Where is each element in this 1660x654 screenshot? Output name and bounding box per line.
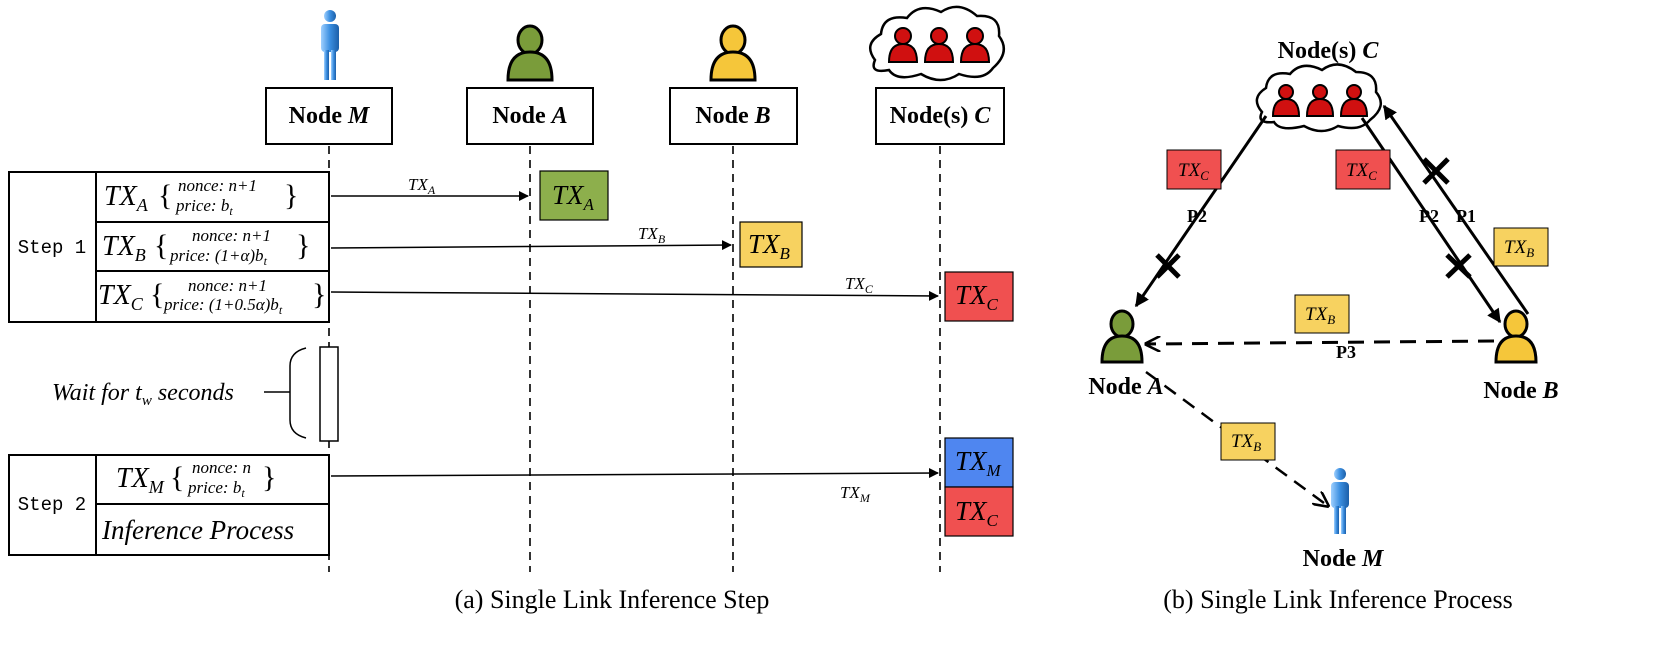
green-person-icon: [506, 24, 554, 82]
svg-text:{: {: [170, 461, 184, 494]
svg-text:}: }: [262, 461, 276, 494]
svg-text:TXB: TXB: [1305, 304, 1335, 327]
block-mark-p2-right: [1445, 253, 1472, 279]
standing-user-icon: [321, 10, 339, 80]
tx-box-c: TXC: [944, 271, 1014, 322]
wait-label: Wait for tw seconds: [52, 380, 234, 409]
path-label-p1: P1: [1456, 206, 1476, 226]
node-a-header: Node A: [466, 87, 594, 145]
edge-p1: [1382, 104, 1530, 315]
svg-text:TXC: TXC: [955, 496, 999, 530]
node-c-label-b: Node(s) C: [1278, 38, 1380, 64]
svg-text:TXC: TXC: [98, 280, 144, 314]
block-mark-p1: [1422, 157, 1450, 185]
arrow-label-tx-m: TXM: [840, 483, 871, 505]
tag-tx-b-right: TXB: [1493, 227, 1549, 267]
yellow-person-icon: [709, 24, 757, 82]
svg-text:price: bt: price: bt: [175, 196, 233, 218]
svg-text:price: bt: price: bt: [187, 478, 245, 500]
node-b-header: Node B: [669, 87, 798, 145]
green-person-icon-b: [1100, 309, 1144, 364]
svg-text:TXC: TXC: [1178, 160, 1209, 183]
node-c-header: Node(s) C: [875, 87, 1005, 145]
tx-box-b: TXB: [739, 221, 803, 268]
svg-text:TXB: TXB: [1231, 431, 1261, 454]
tx-box-m: TXM: [944, 437, 1014, 488]
panel-b: Node(s) C Node A Node B N: [1088, 38, 1558, 614]
arrow-tx-b: [330, 240, 732, 251]
svg-text:}: }: [296, 229, 310, 262]
tx-row-a: TXA { nonce: n+1 price: bt }: [104, 176, 298, 218]
svg-text:Node B: Node B: [695, 103, 770, 129]
path-label-p2-left: P2: [1187, 206, 1207, 226]
arrow-label-tx-c: TXC: [845, 274, 874, 296]
yellow-person-icon-b: [1494, 309, 1538, 364]
svg-text:TXA: TXA: [552, 180, 595, 214]
svg-text:Node A: Node A: [492, 103, 567, 129]
tx-row-c: TXC { nonce: n+1 price: (1+0.5α)bt }: [98, 276, 326, 317]
arrow-tx-c: [330, 290, 939, 301]
svg-text:price: (1+0.5α)bt: price: (1+0.5α)bt: [163, 295, 283, 317]
cloud-group-icon: [868, 5, 1006, 82]
step1-block: Step 1: [8, 171, 330, 323]
edge-p3: [1146, 341, 1495, 344]
block-marks: [1155, 157, 1472, 279]
svg-text:Node(s) C: Node(s) C: [890, 103, 992, 129]
node-m-label-b: Node M: [1303, 546, 1385, 572]
tag-tx-c-right: TXC: [1335, 149, 1391, 190]
arrow-label-tx-b: TXB: [638, 224, 666, 246]
tx-box-c-second: TXC: [944, 486, 1014, 537]
svg-text:nonce: n+1: nonce: n+1: [178, 176, 257, 195]
panel-a: Node M Node A Node B Node(s) C Step 1: [8, 5, 1014, 614]
path-label-p2-right: P2: [1419, 206, 1439, 226]
arrow-tx-m: [330, 468, 939, 479]
svg-text:}: }: [284, 179, 298, 212]
node-a-label-b: Node A: [1088, 374, 1163, 400]
caption-b: (b) Single Link Inference Process: [1163, 585, 1512, 614]
tag-tx-c-left: TXC: [1166, 149, 1222, 190]
svg-text:}: }: [312, 278, 326, 311]
svg-text:{: {: [150, 278, 164, 311]
lifelines: [328, 146, 941, 572]
svg-text:TXA: TXA: [104, 181, 149, 215]
arrow-label-tx-a: TXA: [408, 175, 436, 197]
svg-text:nonce: n+1: nonce: n+1: [188, 276, 267, 295]
path-label-p3: P3: [1336, 342, 1356, 362]
tx-row-m: TXM { nonce: n price: bt }: [116, 458, 276, 500]
caption-a: (a) Single Link Inference Step: [455, 585, 770, 614]
tx-row-b: TXB { nonce: n+1 price: (1+α)bt }: [102, 226, 310, 268]
svg-text:{: {: [158, 179, 172, 212]
standing-user-icon-b: [1331, 468, 1349, 534]
tx-box-a: TXA: [539, 170, 609, 221]
svg-text:TXM: TXM: [116, 463, 165, 497]
step1-label: Step 1: [18, 237, 86, 259]
svg-text:TXC: TXC: [1346, 160, 1377, 183]
step2-label: Step 2: [18, 494, 86, 516]
svg-text:TXC: TXC: [955, 280, 999, 314]
svg-text:nonce: n: nonce: n: [192, 458, 251, 477]
step2-block: Step 2: [8, 454, 330, 556]
svg-text:{: {: [154, 229, 168, 262]
svg-text:TXB: TXB: [102, 231, 146, 265]
inference-process-label: Inference Process: [101, 515, 294, 545]
svg-text:TXB: TXB: [1504, 237, 1534, 260]
block-mark-p2-left: [1155, 253, 1181, 279]
edge-a-to-m: [1145, 370, 1328, 506]
svg-text:Node M: Node M: [289, 103, 371, 129]
tag-tx-b-middle: TXB: [1294, 294, 1350, 334]
node-b-label-b: Node B: [1483, 378, 1558, 404]
svg-text:price: (1+α)bt: price: (1+α)bt: [169, 246, 268, 268]
node-m-header: Node M: [265, 87, 393, 145]
tag-tx-b-lower: TXB: [1220, 422, 1276, 461]
svg-text:TXM: TXM: [955, 446, 1002, 480]
cloud-group-icon-b: [1255, 63, 1383, 133]
step1-arrows: [330, 191, 939, 301]
svg-text:TXB: TXB: [748, 229, 791, 263]
wait-section: Wait for tw seconds: [52, 346, 339, 442]
svg-text:nonce: n+1: nonce: n+1: [192, 226, 271, 245]
